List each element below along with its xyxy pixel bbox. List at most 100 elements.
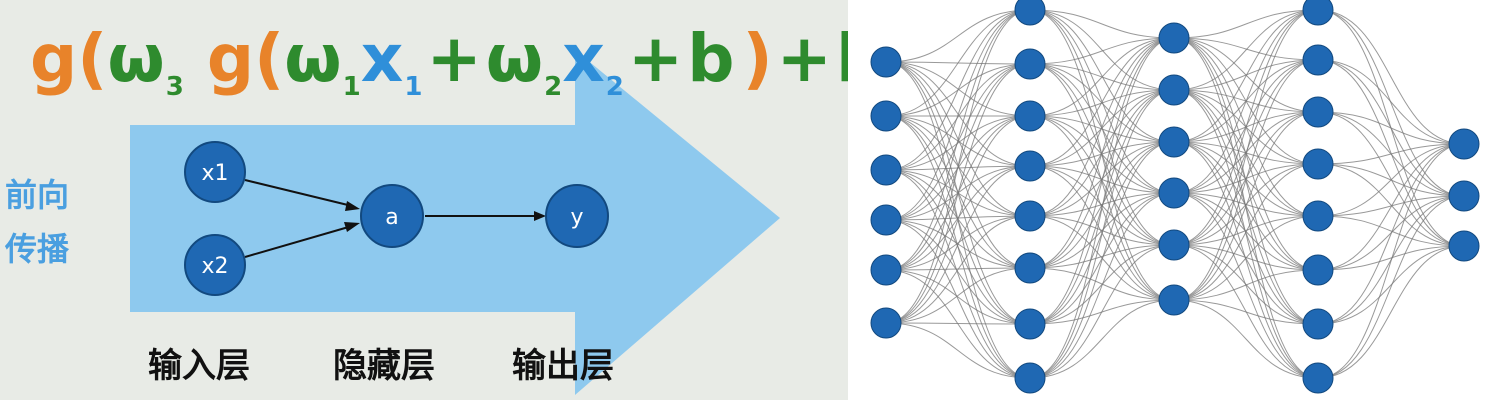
network-node-3-4: [1302, 200, 1334, 232]
formula-w2: ω2: [485, 20, 563, 102]
network-edge-3-1-2: [1317, 59, 1465, 247]
network-edge-2-5-2: [1173, 111, 1319, 301]
network-edge-1-5-2: [1029, 141, 1175, 269]
network-node-0-3: [870, 204, 902, 236]
formula-b2: b2: [836, 4, 848, 142]
network-edge-3-2-2: [1317, 111, 1465, 247]
edge-x1-a: [244, 179, 353, 207]
side-label-line1: 前向: [5, 176, 70, 214]
node-x1: x1: [184, 141, 246, 203]
network-edge-2-5-3: [1173, 163, 1319, 301]
network-node-0-5: [870, 307, 902, 339]
network-edge-3-7-1: [1317, 195, 1465, 379]
arrowhead-x1-a: [345, 201, 360, 211]
network-node-2-3: [1158, 177, 1190, 209]
formula-paren-open-inner: (: [254, 20, 285, 97]
formula-x1: x1: [360, 20, 423, 102]
network-edge-2-5-4: [1173, 215, 1319, 301]
network-node-2-4: [1158, 229, 1190, 261]
network-edge-3-7-2: [1317, 245, 1465, 379]
deep-network-diagram: [870, 0, 1480, 394]
network-edge-0-5-5: [885, 267, 1031, 324]
network-edge-0-4-6: [885, 269, 1031, 325]
simple-network-diagram: x1 x2 a y: [130, 50, 780, 395]
network-edge-1-7-5: [1029, 299, 1175, 379]
forward-arrow: [130, 50, 780, 395]
network-node-1-2: [1014, 100, 1046, 132]
activation-formula: g(ω3 g(ω1x1+ω2x2+b)+b2): [30, 4, 848, 114]
network-node-3-6: [1302, 308, 1334, 340]
network-edge-2-2-7: [1173, 141, 1319, 379]
network-edge-2-3-0: [1173, 9, 1319, 194]
network-edge-0-5-4: [885, 215, 1031, 324]
network-node-1-4: [1014, 200, 1046, 232]
input-layer-label: 输入层: [148, 346, 250, 386]
formula-x2: x2: [562, 20, 624, 102]
formula-w1: ω1: [284, 20, 361, 102]
network-node-4-1: [1448, 180, 1480, 212]
formula-paren-close-inner: ): [742, 20, 773, 97]
network-node-0-4: [870, 254, 902, 286]
arrowhead-x2-a: [344, 222, 360, 232]
network-edge-2-2-0: [1173, 9, 1319, 143]
network-edge-3-4-2: [1317, 215, 1465, 247]
network-node-3-3: [1302, 148, 1334, 180]
network-node-1-3: [1014, 150, 1046, 182]
network-edge-2-4-1: [1173, 59, 1319, 246]
network-edge-1-6-0: [1029, 37, 1175, 325]
node-y: y: [545, 184, 609, 248]
network-edge-3-4-1: [1317, 195, 1465, 217]
network-node-3-7: [1302, 362, 1334, 394]
network-node-1-5: [1014, 252, 1046, 284]
network-edge-2-0-0: [1173, 9, 1319, 39]
network-edge-0-5-1: [885, 63, 1031, 324]
network-edge-2-5-5: [1173, 269, 1319, 301]
network-node-4-0: [1448, 128, 1480, 160]
network-edges: [885, 9, 1465, 379]
network-edge-3-0-1: [1317, 9, 1465, 197]
network-edge-3-5-0: [1317, 143, 1465, 271]
network-edge-1-3-0: [1029, 37, 1175, 167]
network-edge-0-1-0: [885, 9, 1031, 117]
network-edge-0-5-6: [885, 322, 1031, 325]
side-label-line2: 传播: [5, 230, 70, 268]
network-node-0-1: [870, 100, 902, 132]
simple-network-edges: [244, 179, 546, 258]
output-layer-label: 输出层: [512, 346, 614, 386]
network-edge-1-7-1: [1029, 89, 1175, 379]
network-edge-2-5-1: [1173, 59, 1319, 301]
network-edge-0-2-6: [885, 169, 1031, 325]
network-edge-0-4-0: [885, 9, 1031, 271]
formula-w3: ω3: [107, 20, 184, 102]
network-edge-2-5-0: [1173, 9, 1319, 301]
network-node-3-1: [1302, 44, 1334, 76]
network-edge-1-0-0: [1029, 9, 1175, 39]
formula-b: b: [687, 20, 735, 97]
network-edge-1-0-2: [1029, 9, 1175, 143]
network-node-0-0: [870, 46, 902, 78]
network-node-3-5: [1302, 254, 1334, 286]
formula-plus-3: +: [776, 20, 832, 97]
formula-plus-1: +: [426, 20, 482, 97]
network-edge-1-1-0: [1029, 37, 1175, 65]
network-edge-2-4-0: [1173, 9, 1319, 246]
network-edge-1-7-3: [1029, 192, 1175, 379]
network-edge-3-2-0: [1317, 111, 1465, 145]
network-edge-1-4-0: [1029, 37, 1175, 217]
network-edge-0-3-7: [885, 219, 1031, 379]
network-node-1-6: [1014, 308, 1046, 340]
network-node-2-0: [1158, 22, 1190, 54]
network-edge-2-0-1: [1173, 37, 1319, 61]
network-node-1-7: [1014, 362, 1046, 394]
network-edge-3-1-0: [1317, 59, 1465, 145]
network-edge-0-4-4: [885, 215, 1031, 271]
network-node-1-1: [1014, 48, 1046, 80]
network-edge-1-7-4: [1029, 244, 1175, 379]
node-y-label: y: [570, 205, 583, 230]
hidden-layer-label: 隐藏层: [333, 346, 435, 386]
network-edge-2-4-3: [1173, 163, 1319, 246]
network-edge-0-3-6: [885, 219, 1031, 325]
network-edge-0-0-0: [885, 9, 1031, 63]
edge-x2-a: [244, 225, 353, 258]
network-node-2-5: [1158, 284, 1190, 316]
